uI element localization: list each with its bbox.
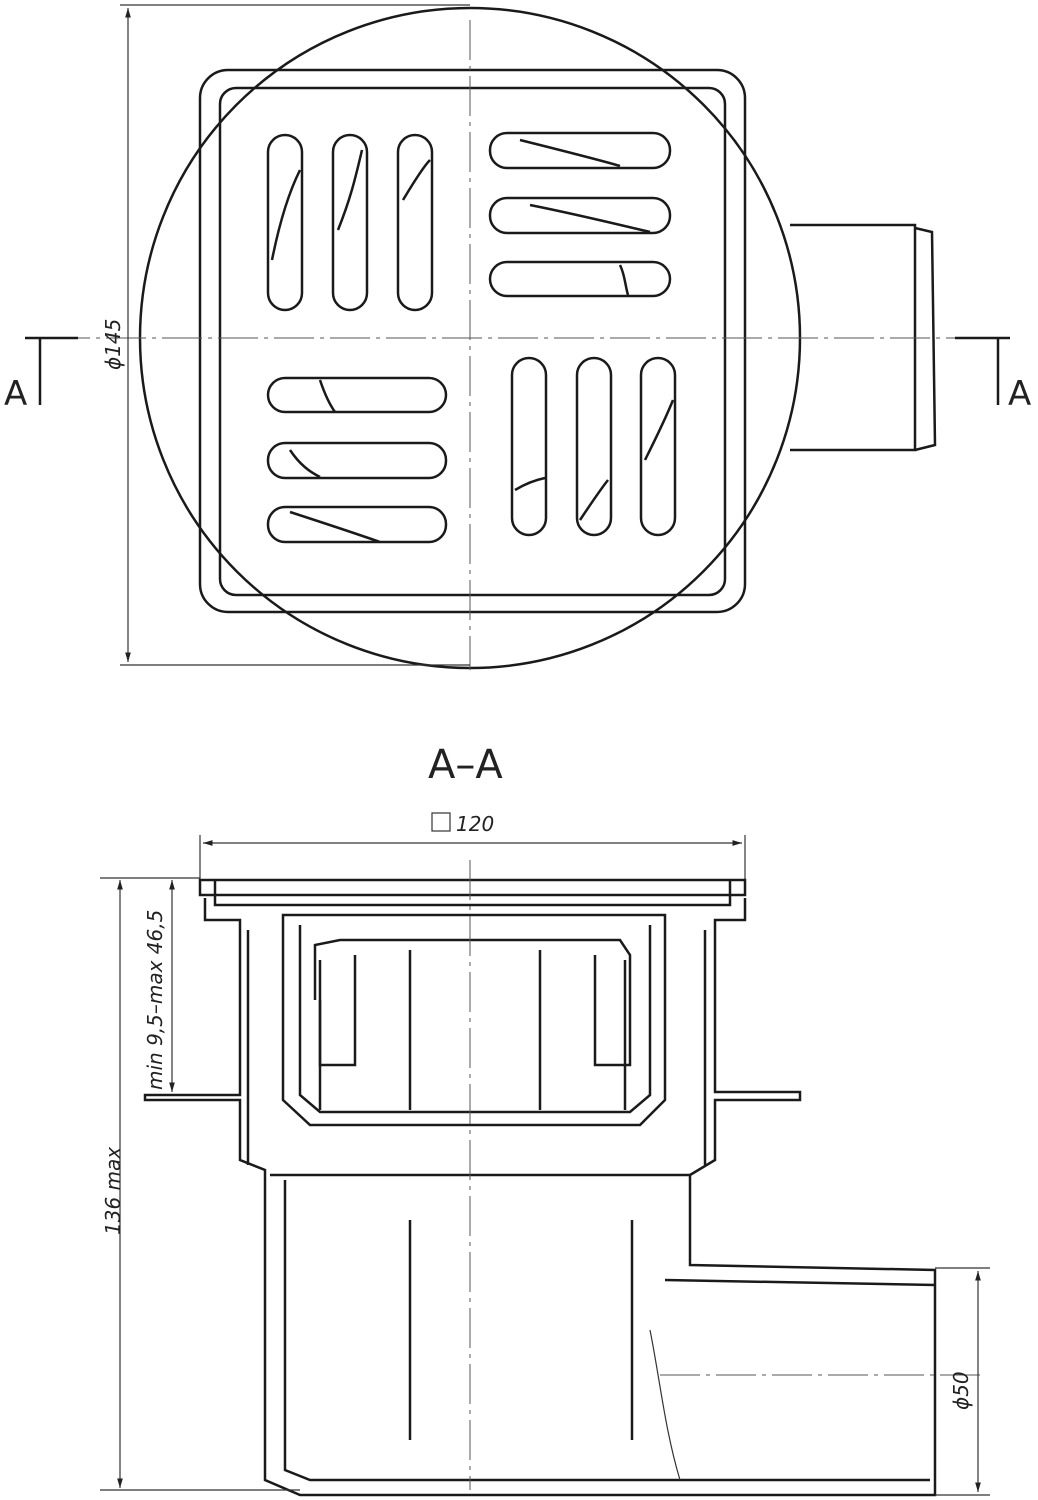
section-label-left: A — [4, 374, 27, 414]
top-view: A A ϕ145 — [4, 4, 1031, 670]
trap-bell — [313, 938, 632, 1067]
section-marker-left — [25, 336, 78, 405]
square-symbol-icon — [431, 812, 451, 832]
grate-section — [198, 878, 747, 897]
install-height-label: min 9,5–max 46,5 — [143, 910, 167, 1090]
grate-inner — [218, 86, 727, 597]
outlet-pipe-end — [914, 226, 937, 452]
grate-outer — [198, 68, 747, 614]
section-marker-right — [955, 336, 1010, 405]
section-view: A–A 120 min 9,5–max 46,5 136 max — [100, 742, 990, 1497]
trap-cup — [281, 913, 667, 1127]
diameter-label: ϕ145 — [101, 319, 125, 370]
square-dimension-label: 120 — [456, 812, 494, 836]
grate-slots — [266, 131, 677, 544]
total-height-label: 136 max — [101, 1147, 125, 1235]
outlet-diameter-label: ϕ50 — [949, 1371, 973, 1410]
section-title: A–A — [428, 742, 503, 788]
body-ribs — [408, 1220, 634, 1440]
section-label-right: A — [1008, 374, 1031, 414]
